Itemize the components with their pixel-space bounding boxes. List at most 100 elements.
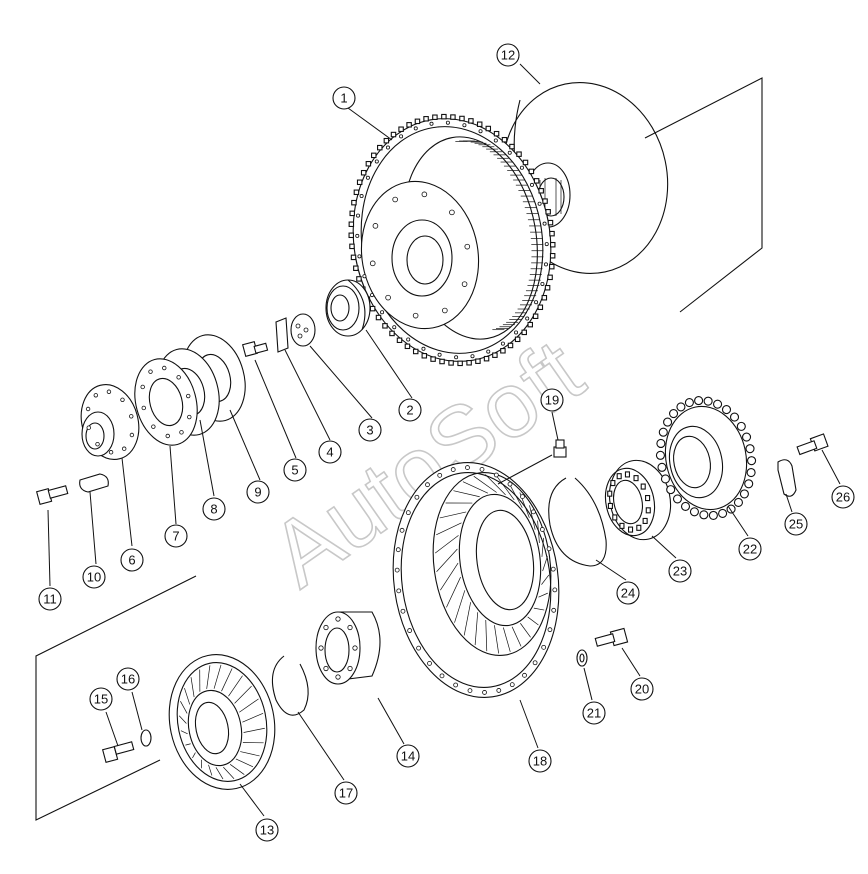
- callout-16: 16: [116, 667, 140, 691]
- vane: [215, 767, 224, 780]
- gear-tooth: [459, 115, 465, 122]
- bolt-hole: [151, 424, 156, 429]
- vane: [221, 668, 233, 692]
- gear-tooth: [527, 321, 533, 328]
- callout-12: 12: [496, 43, 520, 67]
- callout-20: 20: [630, 677, 654, 701]
- rim-hole: [507, 150, 512, 155]
- svg-text:3: 3: [366, 423, 373, 438]
- vane: [192, 752, 196, 759]
- gear-tooth: [500, 348, 506, 354]
- bolt-hole: [385, 294, 391, 301]
- svg-text:4: 4: [326, 445, 333, 460]
- callout-21: 21: [582, 701, 606, 725]
- gear-tooth: [365, 160, 372, 167]
- rim-hole: [385, 145, 390, 150]
- roller: [645, 494, 651, 502]
- bolt-hole: [140, 384, 145, 390]
- bolt-hole: [347, 665, 353, 672]
- rim-hole: [359, 194, 364, 199]
- callout-3: 3: [358, 418, 382, 442]
- svg-text:15: 15: [94, 692, 108, 707]
- rim-hole: [547, 627, 553, 633]
- part-6-hub: [80, 384, 140, 460]
- rim-hole: [543, 262, 548, 267]
- part-19-bolt: [553, 439, 567, 458]
- bolt-hole: [179, 430, 184, 435]
- gear-tooth: [501, 136, 508, 143]
- gear-tooth: [353, 189, 360, 196]
- svg-text:20: 20: [635, 682, 649, 697]
- svg-text:22: 22: [743, 542, 757, 557]
- gear-tooth: [475, 358, 481, 364]
- gear-tooth: [421, 353, 428, 359]
- gear-tooth: [549, 252, 556, 259]
- bolt-hole: [121, 446, 127, 451]
- part-2-bearing: [325, 279, 371, 337]
- vane: [190, 677, 195, 698]
- part-26-bolt: [796, 433, 829, 456]
- gear-tooth: [544, 284, 551, 291]
- vane: [541, 574, 550, 585]
- gear-tooth: [485, 125, 492, 132]
- rim-hole: [496, 688, 502, 693]
- sprocket-tooth: [736, 421, 746, 431]
- svg-text:13: 13: [260, 823, 274, 838]
- bolt-hole: [85, 406, 91, 412]
- gear-tooth: [348, 232, 355, 239]
- bolt-hole: [95, 442, 100, 447]
- part-16-washer: [140, 729, 152, 747]
- bolt-hole: [412, 312, 419, 319]
- vane: [434, 535, 459, 554]
- reference-line: [644, 77, 763, 313]
- rim-hole: [439, 673, 445, 679]
- svg-text:2: 2: [406, 403, 413, 418]
- vane: [240, 751, 260, 757]
- rim-hole: [467, 688, 473, 693]
- bolt-hole: [323, 665, 329, 672]
- rim-hole: [534, 300, 539, 305]
- part-7-shim: [134, 358, 198, 446]
- rim-hole: [425, 482, 430, 488]
- rim-hole: [470, 354, 475, 359]
- bolt-hole: [369, 260, 376, 267]
- rim-hole: [362, 274, 367, 279]
- vane: [474, 612, 479, 646]
- rim-hole: [454, 355, 459, 360]
- vane: [529, 505, 536, 530]
- svg-text:7: 7: [172, 529, 179, 544]
- part-20-bolt: [594, 627, 629, 647]
- vane: [485, 474, 506, 496]
- roller: [633, 475, 639, 482]
- vane: [213, 664, 222, 689]
- svg-text:8: 8: [210, 502, 217, 517]
- sprocket-tooth: [708, 510, 718, 520]
- callout-22: 22: [738, 537, 762, 561]
- rim-hole: [551, 607, 557, 613]
- rim-hole: [407, 628, 413, 633]
- gear-tooth: [383, 137, 390, 144]
- vane: [453, 490, 480, 498]
- rim-hole: [541, 644, 547, 650]
- sprocket-tooth: [741, 432, 752, 442]
- rim-hole: [465, 465, 470, 470]
- gear-tooth: [468, 118, 474, 124]
- gear-tooth: [351, 199, 357, 206]
- rim-hole: [522, 672, 527, 678]
- gear-tooth: [507, 342, 514, 349]
- vane: [533, 607, 545, 611]
- gear-tooth: [549, 230, 555, 237]
- vane: [436, 548, 458, 573]
- bolt-hole: [176, 375, 181, 380]
- part-21-washer: [576, 649, 588, 667]
- sprocket-tooth: [747, 456, 757, 466]
- rim-hole: [355, 233, 360, 238]
- part-22-sprocket: [655, 396, 757, 520]
- vane: [206, 665, 211, 689]
- callout-6: 6: [120, 548, 144, 572]
- sprocket-tooth: [658, 427, 668, 437]
- svg-text:26: 26: [836, 490, 850, 505]
- rim-hole: [392, 325, 397, 330]
- gear-tooth: [398, 126, 404, 132]
- rim-hole: [406, 337, 411, 342]
